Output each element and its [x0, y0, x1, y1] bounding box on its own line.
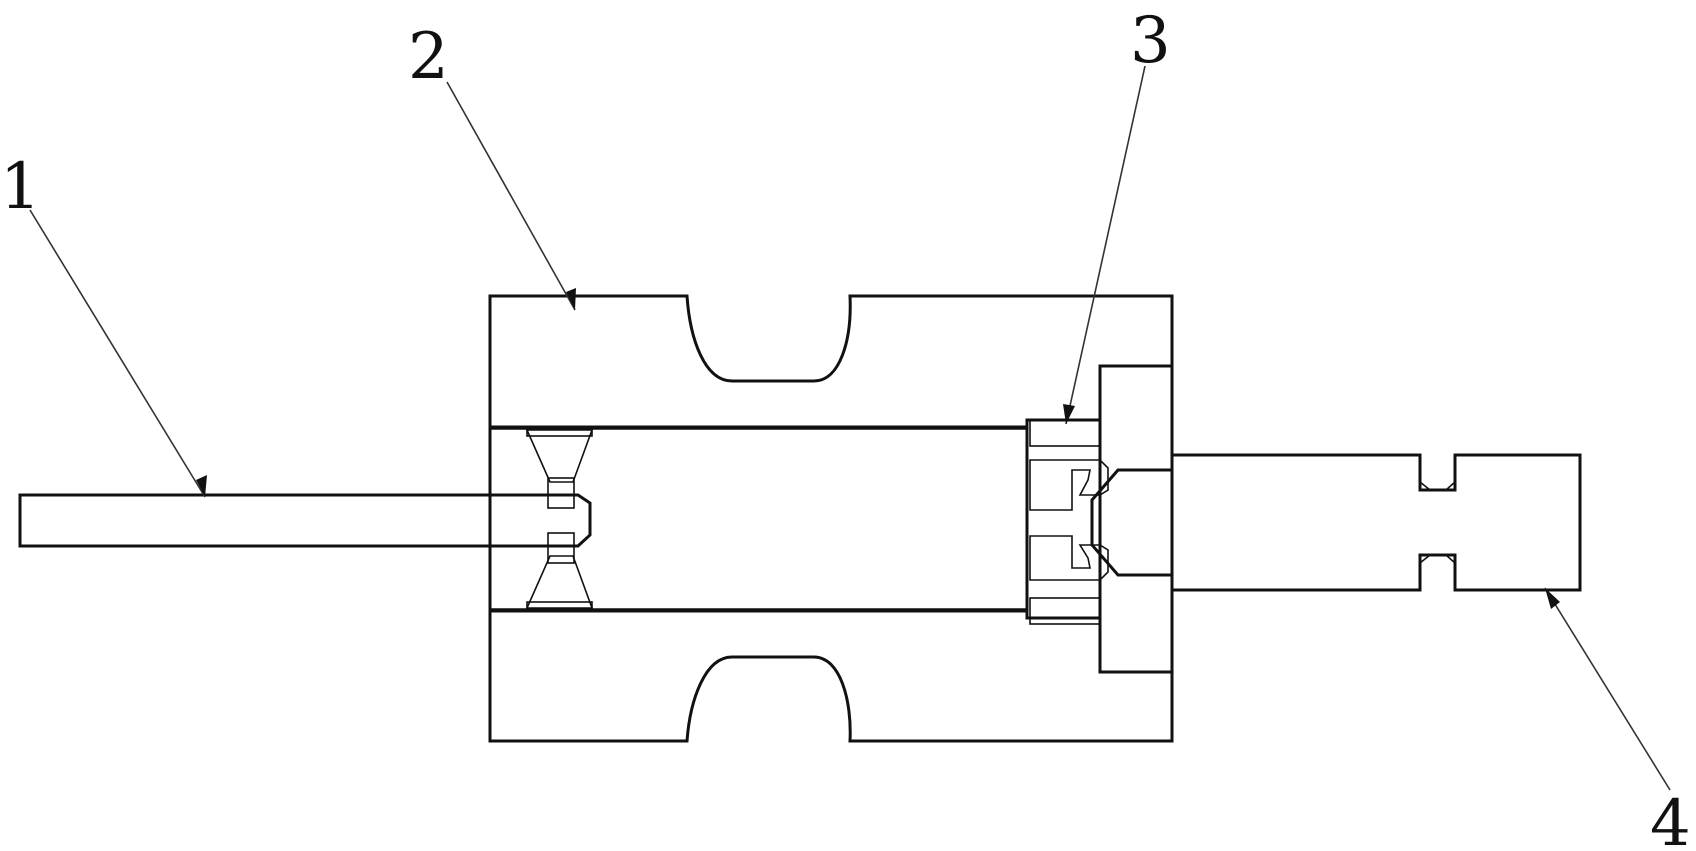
- leader-line-4: [1544, 587, 1671, 791]
- output-shaft-groove-top: [1419, 455, 1456, 491]
- output-shaft-groove-bottom: [1419, 554, 1456, 590]
- housing-counterbore: [1098, 364, 1174, 674]
- part-label-2: 2: [408, 20, 449, 94]
- seal-ring-top: [1029, 419, 1101, 447]
- rod-body: [18, 493, 592, 548]
- seal-retainer-lower: [1029, 535, 1109, 581]
- part-label-3: 3: [1130, 4, 1171, 78]
- callout-2: 2: [408, 20, 576, 311]
- housing-body: [488, 294, 1174, 743]
- part-label-1: 1: [0, 150, 41, 224]
- left-seal-lower-core: [547, 532, 575, 564]
- leader-line-1: [29, 209, 206, 498]
- leader-line-3: [1065, 65, 1146, 425]
- seal-retainer-upper: [1029, 459, 1109, 511]
- leader-arrow-1: [196, 475, 207, 497]
- callout-1: 1: [0, 150, 207, 498]
- housing-lower-wall: [488, 609, 1174, 743]
- left-seal: [525, 428, 594, 610]
- right-seal-assembly: [1029, 419, 1109, 625]
- leader-arrow-2: [566, 288, 576, 310]
- left-seal-lower-band: [526, 601, 593, 610]
- left-seal-upper: [525, 429, 594, 483]
- output-shaft-body: [1090, 453, 1582, 592]
- output-shaft: [1090, 453, 1582, 592]
- leader-line-2: [446, 81, 576, 311]
- callout-3: 3: [1063, 4, 1171, 425]
- callout-4: 4: [1544, 587, 1691, 851]
- leader-arrow-3: [1063, 404, 1075, 424]
- part-label-4: 4: [1650, 787, 1691, 851]
- seal-ring-bottom: [1029, 597, 1101, 625]
- rod: [18, 493, 592, 548]
- left-seal-upper-core: [547, 477, 575, 509]
- leader-arrow-4: [1545, 588, 1560, 609]
- left-seal-upper-band: [526, 428, 593, 437]
